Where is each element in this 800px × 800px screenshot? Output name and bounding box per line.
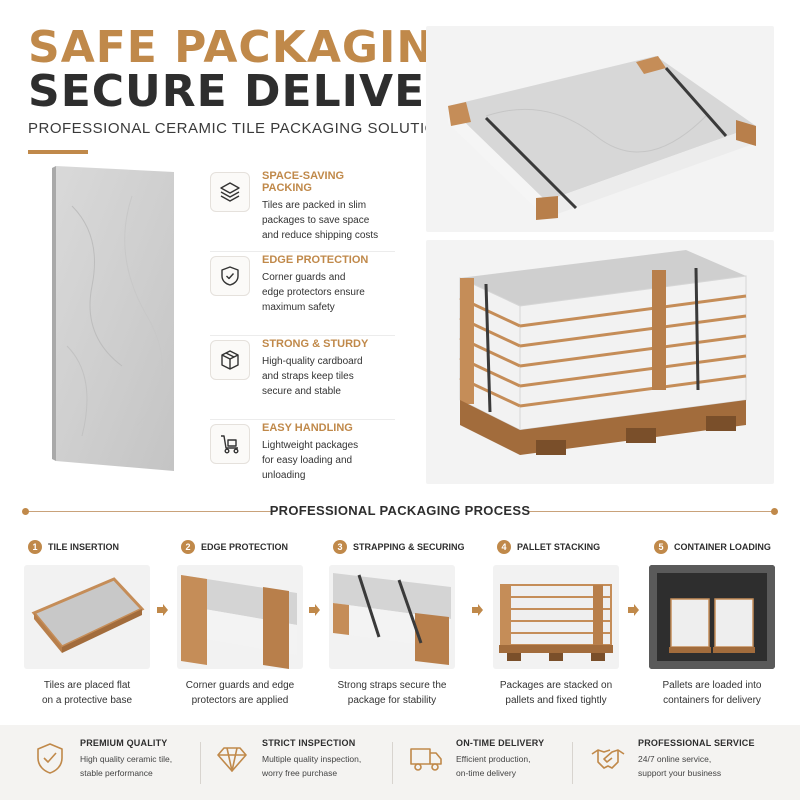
benefit-desc: Efficient production,on-time delivery [456, 754, 531, 778]
step-title: STRAPPING & SECURING [353, 542, 465, 552]
step-number: 4 [497, 540, 511, 554]
feature-list: SPACE-SAVING PACKING Tiles are packed in… [210, 168, 395, 504]
diamond-icon [217, 747, 247, 772]
step-4-image [493, 565, 619, 669]
benefit-desc: High quality ceramic tile,stable perform… [80, 754, 173, 778]
arrow-right-icon [157, 604, 168, 616]
bottom-benefits-band [0, 725, 800, 800]
arrow-right-icon [472, 604, 483, 616]
section-divider-left [24, 511, 272, 512]
benefit-title: PROFESSIONAL SERVICE [638, 738, 755, 748]
step-3-heading: 3 STRAPPING & SECURING [333, 540, 465, 554]
hero-title-line1: SAFE PACKAGING [28, 22, 472, 73]
step-4-heading: 4 PALLET STACKING [497, 540, 600, 554]
layers-icon [210, 172, 250, 212]
benefit-professional-service: PROFESSIONAL SERVICE 24/7 online service… [590, 738, 755, 780]
benefit-divider [572, 742, 573, 784]
section-divider-dot [22, 508, 29, 515]
step-1-image [24, 565, 150, 669]
wrapped-package-photo [426, 26, 774, 232]
shield-check-icon [210, 256, 250, 296]
arrow-right-icon [628, 604, 639, 616]
hero-subtitle: PROFESSIONAL CERAMIC TILE PACKAGING SOLU… [28, 120, 459, 137]
marble-tile-image [52, 166, 174, 471]
step-title: TILE INSERTION [48, 542, 120, 552]
benefit-on-time-delivery: ON-TIME DELIVERY Efficient production,on… [408, 738, 544, 780]
feature-title: STRONG & STURDY [262, 338, 369, 350]
benefit-desc: Multiple quality inspection,worry free p… [262, 754, 362, 778]
step-3-image [329, 565, 455, 669]
benefit-divider [200, 742, 201, 784]
step-2-heading: 2 EDGE PROTECTION [181, 540, 288, 554]
hand-truck-icon [210, 424, 250, 464]
step-1-heading: 1 TILE INSERTION [28, 540, 119, 554]
benefit-premium-quality: PREMIUM QUALITY High quality ceramic til… [32, 738, 172, 780]
feature-title: EASY HANDLING [262, 422, 353, 434]
feature-title: EDGE PROTECTION [262, 254, 369, 266]
step-number: 3 [333, 540, 347, 554]
step-title: EDGE PROTECTION [201, 542, 289, 552]
step-5-heading: 5 CONTAINER LOADING [654, 540, 771, 554]
process-title: PROFESSIONAL PACKAGING PROCESS [269, 503, 531, 518]
hero-title-line2: SECURE DELIVERY [28, 66, 491, 117]
benefit-title: ON-TIME DELIVERY [456, 738, 545, 748]
handshake-icon [591, 749, 625, 769]
section-divider-dot [771, 508, 778, 515]
step-number: 5 [654, 540, 668, 554]
delivery-truck-icon [410, 748, 442, 771]
pallet-stack-photo [426, 240, 774, 484]
step-number: 2 [181, 540, 195, 554]
box-icon [210, 340, 250, 380]
benefit-title: STRICT INSPECTION [262, 738, 356, 748]
step-number: 1 [28, 540, 42, 554]
benefit-divider [392, 742, 393, 784]
section-divider-right [528, 511, 776, 512]
quality-badge-icon [37, 743, 63, 774]
benefit-strict-inspection: STRICT INSPECTION Multiple quality inspe… [214, 738, 361, 780]
step-5-image [649, 565, 775, 669]
feature-title: SPACE-SAVING PACKING [262, 170, 345, 194]
accent-divider [28, 150, 88, 154]
step-2-image [177, 565, 303, 669]
benefit-desc: 24/7 online service,support your busines… [638, 754, 722, 778]
benefit-title: PREMIUM QUALITY [80, 738, 168, 748]
step-title: PALLET STACKING [517, 542, 601, 552]
arrow-right-icon [309, 604, 320, 616]
step-title: CONTAINER LOADING [674, 542, 771, 552]
feature-item-space-saving: SPACE-SAVING PACKING Tiles are packed in… [210, 168, 395, 252]
